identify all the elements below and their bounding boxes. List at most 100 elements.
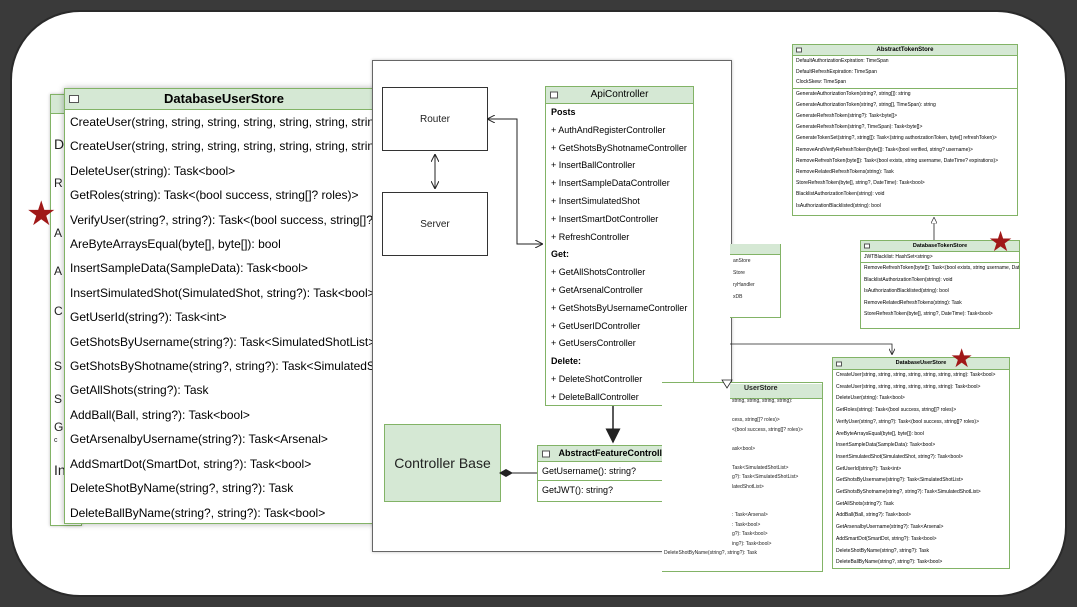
mid-back-store-row: cess, string[]? roles)> [732, 417, 780, 423]
left-store-method: InsertSimulatedShot(SimulatedShot, strin… [70, 285, 375, 300]
left-back-fragment: S [54, 392, 63, 406]
left-back-fragment: c [54, 437, 58, 444]
abstract-feature-controller-box[interactable]: AbstractFeatureController GetUsername():… [537, 445, 692, 502]
right-store-method: GetArsenalbyUsername(string?): Task<Arse… [836, 524, 944, 531]
mid-back-store-row: <(bool success, string[]? roles)> [732, 426, 803, 433]
mid-back-store-row: : Task<Arsenal> [732, 512, 768, 518]
left-back-fragment: In [54, 462, 66, 478]
abstract-token-prop: ClockSkew: TimeSpan [796, 79, 847, 85]
abstract-token-prop: DefaultRefreshExpiration: TimeSpan [796, 68, 877, 75]
left-store-method: GetRoles(string): Task<(bool success, st… [70, 188, 359, 203]
abstract-token-method: RemoveRelatedRefreshTokens(string): Task [796, 168, 894, 175]
api-controller-item: + DeleteShotController [551, 373, 643, 384]
api-controller-item: + GetAllShotsController [551, 267, 646, 278]
star-icon: ★ [26, 195, 57, 233]
left-back-fragment: A [54, 226, 63, 240]
abstract-token-method: GenerateRefreshToken(string?): Task<byte… [796, 112, 898, 119]
api-controller-item: + GetUserIDController [551, 320, 641, 331]
left-store-method: AddSmartDot(SmartDot, string?): Task<boo… [70, 456, 312, 471]
mid-back-small-row: Store [733, 270, 745, 276]
right-store-method: GetAllShots(string?): Task [836, 500, 894, 507]
database-token-title: DatabaseTokenStore [912, 243, 968, 249]
controller-base-label: Controller Base [394, 455, 491, 471]
mid-inheritance-marker [721, 379, 733, 389]
abstract-feature-title: AbstractFeatureController [558, 448, 671, 458]
database-token-prop: JWTBlacklist: HashSet<string> [864, 254, 933, 260]
left-store-title: DatabaseUserStore [164, 91, 284, 106]
right-store-method: AreByteArraysEqual(byte[], byte[]): bool [836, 430, 924, 437]
api-controller-item: + InsertSampleDataController [551, 178, 670, 189]
api-controller-item: + GetShotsByUsernameController [551, 302, 688, 313]
left-database-user-store[interactable]: DatabaseUserStore CreateUser(string, str… [64, 88, 384, 524]
server-label: Server [420, 218, 450, 230]
right-database-user-store[interactable]: DatabaseUserStore CreateUser(string, str… [832, 357, 1010, 569]
right-store-method: VerifyUser(string?, string?): Task<(bool… [836, 418, 980, 425]
composition-diamond [499, 469, 513, 477]
router-box[interactable]: Router [382, 87, 488, 151]
abstract-token-method: RemoveRefreshToken(byte[]): Task<(bool e… [796, 157, 999, 164]
right-store-method: InsertSimulatedShot(SimulatedShot, strin… [836, 453, 963, 460]
api-controller-item: + InsertBallController [551, 160, 636, 171]
right-store-method: AddSmartDot(SmartDot, string?): Task<boo… [836, 535, 937, 542]
minimize-icon[interactable] [836, 361, 842, 366]
abstract-token-header: AbstractTokenStore [793, 45, 1017, 56]
abstract-token-method: BlacklistAuthorizationToken(string): voi… [796, 191, 885, 198]
left-store-method: DeleteUser(string): Task<bool> [70, 163, 236, 178]
right-store-method: DeleteBallByName(string?, string?): Task… [836, 559, 943, 566]
right-store-methods: CreateUser(string, string, string, strin… [833, 370, 1009, 569]
mid-back-store-row: string, string, string, string): [732, 398, 793, 404]
abstract-token-props: DefaultAuthorizationExpiration: TimeSpan… [793, 56, 1017, 89]
mid-back-store [662, 382, 823, 572]
left-store-method: GetShotsByUsername(string?): Task<Simula… [70, 334, 376, 349]
mid-back-store-row: g?): Task<bool> [732, 531, 768, 537]
right-store-method: InsertSampleData(SampleData): Task<bool> [836, 442, 936, 449]
store-connector [730, 343, 892, 354]
api-controller-item: + GetShotsByShotnameController [551, 142, 687, 153]
api-controller-box[interactable]: ApiController Posts+ AuthAndRegisterCont… [545, 86, 694, 406]
database-token-method: RemoveRelatedRefreshTokens(string): Task [864, 299, 962, 306]
database-token-method: IsAuthorizationBlacklisted(string): bool [864, 288, 949, 294]
right-store-method: DeleteShotByName(string?, string?): Task [836, 547, 930, 554]
api-controller-rows: Posts + AuthAndRegisterController + GetSho… [546, 104, 693, 407]
minimize-icon[interactable] [69, 95, 79, 103]
abstract-token-store-box[interactable]: AbstractTokenStore DefaultAuthorizationE… [792, 44, 1018, 216]
minimize-icon[interactable] [550, 91, 558, 99]
star-icon: ★ [950, 343, 974, 373]
minimize-icon[interactable] [864, 243, 870, 249]
abstract-feature-method: GetJWT(): string? [538, 480, 691, 499]
abstract-token-method: RemoveAndVerifyRefreshToken(byte[]): Tas… [796, 146, 973, 153]
server-box[interactable]: Server [382, 192, 488, 256]
api-controller-item: + GetUsersController [551, 338, 636, 349]
mid-back-small-row: ryHandler [733, 282, 755, 288]
mid-back-store-row: ing?): Task<bool> [732, 540, 772, 547]
api-section-header: Posts [551, 107, 576, 117]
left-store-header: DatabaseUserStore [65, 89, 383, 110]
api-controller-item: + InsertSmartDotController [551, 213, 659, 224]
left-store-method: DeleteShotByName(string?, string?): Task [70, 481, 294, 496]
left-back-fragment: R [54, 176, 63, 190]
api-controller-item: + AuthAndRegisterController [551, 124, 666, 135]
abstract-token-method: IsAuthorizationBlacklisted(string): bool [796, 202, 881, 209]
database-token-methods: RemoveRefreshToken(byte[]): Task<(bool e… [861, 263, 1019, 321]
minimize-icon[interactable] [796, 47, 802, 53]
mid-back-store-row: DeleteShotByName(string?, string?): Task [664, 550, 758, 556]
right-store-method: DeleteUser(string): Task<bool> [836, 395, 905, 402]
api-controller-item: + DeleteBallController [551, 391, 639, 402]
database-token-store-box[interactable]: DatabaseTokenStore JWTBlacklist: HashSet… [860, 240, 1020, 329]
controller-base-box[interactable]: Controller Base [384, 424, 501, 502]
left-back-fragment: G [54, 420, 64, 434]
minimize-icon[interactable] [542, 450, 550, 457]
api-section-header: Get: [551, 249, 569, 260]
mid-back-store-row: latedShotList> [732, 483, 764, 490]
abstract-token-method: GenerateAuthorizationToken(string?, stri… [796, 101, 936, 108]
database-token-method: RemoveRefreshToken(byte[]): Task<(bool e… [864, 265, 1019, 271]
left-back-fragment: D [54, 136, 65, 152]
abstract-token-method: StoreRefreshToken(byte[], string?, DateT… [796, 180, 925, 187]
left-store-method: InsertSampleData(SampleData): Task<bool> [70, 261, 308, 276]
right-store-method: GetUserId(string?): Task<int> [836, 465, 902, 472]
star-icon: ★ [988, 226, 1014, 257]
abstract-token-methods: GenerateAuthorizationToken(string?, stri… [793, 89, 1017, 212]
router-api-connector [488, 119, 542, 244]
left-store-method: CreateUser(string, string, string, strin… [70, 115, 383, 129]
left-store-method: CreateUser(string, string, string, strin… [70, 139, 383, 154]
